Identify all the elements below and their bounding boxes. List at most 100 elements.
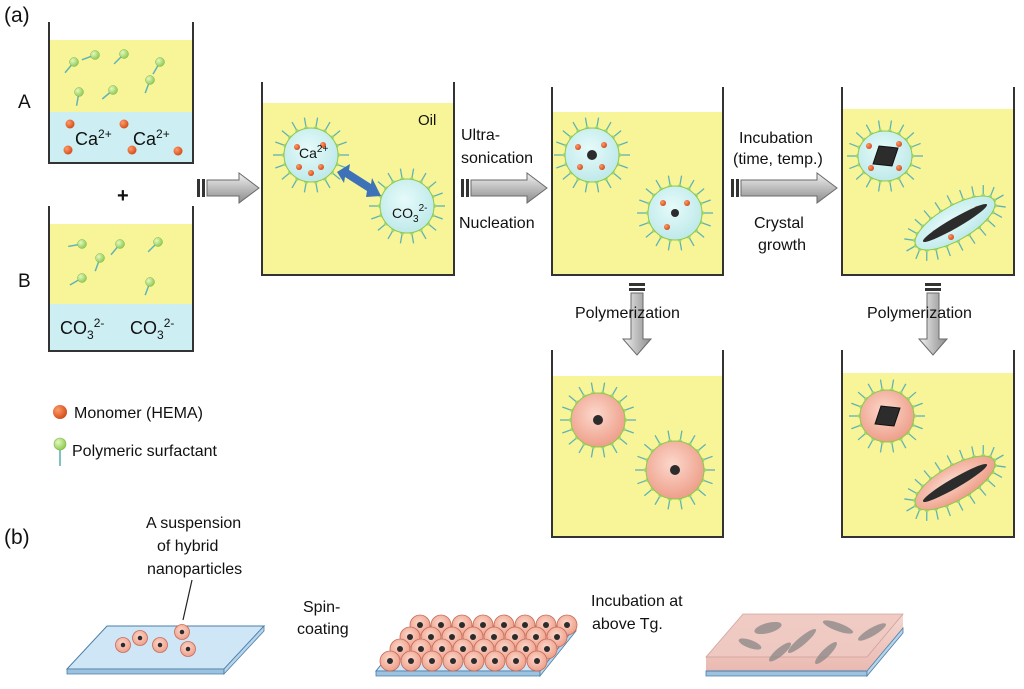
micelles-crystal-growth [847,120,1006,261]
ion-label-co3-emulsion: CO32- [392,203,427,225]
step-label-ultrasonication-1: Ultra- [461,127,500,144]
ion-label-ca-a1: Ca2+ [75,127,112,149]
hybrid-nanoparticle [152,637,168,653]
surfactant-molecule [147,237,163,253]
hybrid-nanoparticles-sparse [115,624,196,657]
beaker-polymerized-spheres [551,350,724,538]
hybrid-nanoparticle [379,650,401,672]
embedded-crystal [858,623,886,641]
row-label-a: A [18,92,31,113]
ion-label-co3-b2: CO32- [130,316,174,342]
incubation-tg-label-2: above Tg. [592,616,663,633]
embedded-crystal [787,629,817,653]
micelles-nucleation [554,117,713,251]
step-label-crystal-growth-1: Crystal [754,215,804,232]
ion-label-ca-a2: Ca2+ [133,127,170,149]
surfactant-molecules-a [64,49,165,106]
step-label-incubation-1: Incubation [739,130,813,147]
surfactant-molecule [81,50,100,61]
step-label-crystal-growth-2: growth [758,237,806,254]
suspension-label-3: nanoparticles [147,561,242,578]
surfactant-molecule [101,85,118,100]
embedded-crystal [822,620,854,634]
surfactant-molecule [74,87,84,106]
beaker-nucleation [551,87,724,276]
surfactant-molecule [68,239,87,249]
polymer-particle-needle [904,445,1006,521]
step-label-polymerization-2: Polymerization [867,305,972,322]
micelle-needle-crystal [904,185,1006,261]
incubation-tg-label-1: Incubation at [591,593,683,610]
micelle-rhombic-crystal [847,120,923,192]
polymer-particles-crystals [849,379,1006,521]
beaker-crystal-growth [841,87,1015,276]
micelle-nucleated [637,175,713,251]
substrate-particle-film [374,614,578,678]
hybrid-nanoparticle [442,650,464,672]
step-label-nucleation: Nucleation [459,215,535,232]
polymer-particle [560,382,636,458]
micelle-calcium [273,117,349,193]
ion-exchange-arrow [337,164,381,197]
hybrid-nanoparticle [484,650,506,672]
legend-surfactant-icon [53,437,67,466]
step-label-polymerization-1: Polymerization [575,305,680,322]
hybrid-nanoparticle [400,650,422,672]
spin-coating-label-1: Spin- [303,599,340,616]
substrate-suspension [65,624,266,676]
embedded-crystals-film [738,620,886,664]
substrate-composite-film [705,613,904,678]
legend: Monomer (HEMA) Polymeric surfactant [53,405,217,466]
beaker-b: CO32- CO32- [48,206,194,352]
embedded-crystal [754,621,782,635]
surfactant-molecule [113,49,129,65]
surfactant-molecule [64,57,79,74]
beaker-emulsion: Oil Ca2+ CO32- [261,82,455,276]
surfactant-molecule [144,277,155,296]
plus-sign: + [117,185,129,207]
ion-label-co3-b1: CO32- [60,316,104,342]
legend-monomer-label: Monomer (HEMA) [74,405,203,422]
micelles-emulsion [273,117,445,244]
legend-monomer-icon [53,405,67,419]
polymer-particles-spheres [560,382,715,510]
hybrid-nanoparticle [463,650,485,672]
hybrid-nanoparticle [115,637,131,653]
micelle-nucleated [554,117,630,193]
process-arrows [197,172,949,356]
hybrid-nanoparticle [132,630,148,646]
surfactant-molecule [144,75,155,94]
hybrid-nanoparticle [526,650,548,672]
beaker-polymerized-crystals [841,350,1015,538]
hybrid-nanoparticle [421,650,443,672]
surfactant-molecules-b [68,237,163,296]
step-label-incubation-2: (time, temp.) [733,151,823,168]
hybrid-nanoparticle [180,641,196,657]
panel-label-b: (b) [4,526,30,549]
spin-coating-label-2: coating [297,621,349,638]
suspension-pointer [182,579,193,621]
arrow-polymerization-1 [621,283,653,356]
arrow-polymerization-2 [917,283,949,356]
surfactant-molecule [69,273,87,286]
suspension-label-1: A suspension [146,515,241,532]
panel-label-a: (a) [4,4,30,27]
legend-surfactant-label: Polymeric surfactant [72,443,217,460]
oil-label: Oil [418,112,436,129]
surfactant-molecule [94,253,105,272]
embedded-crystal [815,642,837,664]
hybrid-nanoparticles-dense [379,614,578,672]
hybrid-nanoparticle [174,624,190,640]
step-label-ultrasonication-2: sonication [461,150,533,167]
surfactant-molecule [110,239,125,256]
beaker-a: Ca2+ Ca2+ [48,22,194,164]
hybrid-nanoparticle [505,650,527,672]
polymer-particle-rhombic [849,379,925,453]
polymer-particle [635,430,715,510]
arrow-mix [197,172,260,204]
embedded-crystal [738,638,762,650]
suspension-label-2: of hybrid [157,538,218,555]
micelle-carbonate [369,168,445,244]
surfactant-molecule [152,57,165,75]
arrow-ultrasonication [461,172,548,204]
